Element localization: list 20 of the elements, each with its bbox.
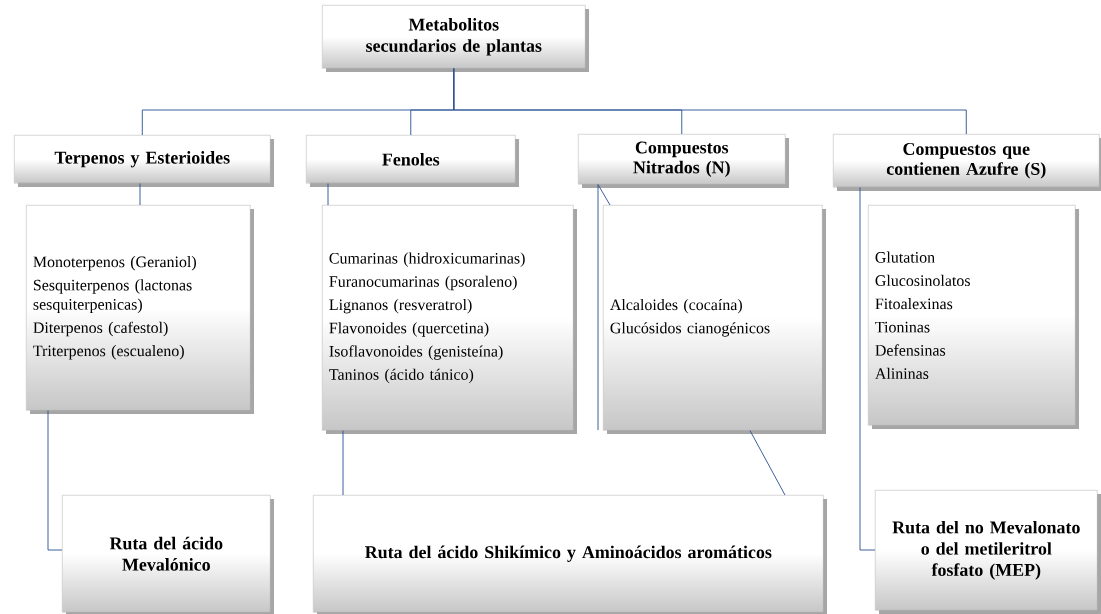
list-box: Glutation Glucosinolatos Fitoalexinas Tioninas Defensinas Alininas bbox=[868, 205, 1079, 429]
connector-line bbox=[47, 410, 63, 551]
connector-line bbox=[859, 187, 876, 551]
connector-line bbox=[453, 68, 967, 135]
pathway-box: Ruta del ácido Shikímico y Aminoácidos aromáticos bbox=[313, 495, 827, 614]
list-box: Alcaloides (cocaína) Glucósidos cianogénicos bbox=[603, 205, 826, 434]
list-box: Cumarinas (hidroxicumarinas) Furanocumarinas (psoraleno) Lignanos (resveratrol) Flavonoides (quercetina) Isoflavonoides (genisteína) Taninos (ácido tánico) bbox=[322, 205, 577, 434]
category-box: Compuestos Nitrados (N) bbox=[578, 134, 789, 188]
pathway-box: Ruta del ácido Mevalónico bbox=[62, 495, 274, 614]
pathway-box: Ruta del no Mevalonato o del metileritrol fosfato (MEP) bbox=[875, 490, 1101, 614]
connector-line bbox=[597, 184, 611, 206]
connector-line bbox=[327, 183, 329, 206]
connector-line bbox=[139, 183, 141, 206]
connector-line bbox=[342, 430, 344, 496]
category-box: Fenoles bbox=[306, 135, 519, 187]
list-box: Monoterpenos (Geraniol) Sesquiterpenos (lactonas sesquiterpenicas) Diterpenos (cafestol) Triterpenos (escualeno) bbox=[26, 205, 254, 414]
connector-line bbox=[749, 430, 786, 496]
category-box: Terpenos y Esterioides bbox=[14, 135, 274, 187]
category-box: Compuestos que contienen Azufre (S) bbox=[833, 134, 1101, 191]
title-box: Metabolitos secundarios de plantas bbox=[322, 5, 589, 72]
